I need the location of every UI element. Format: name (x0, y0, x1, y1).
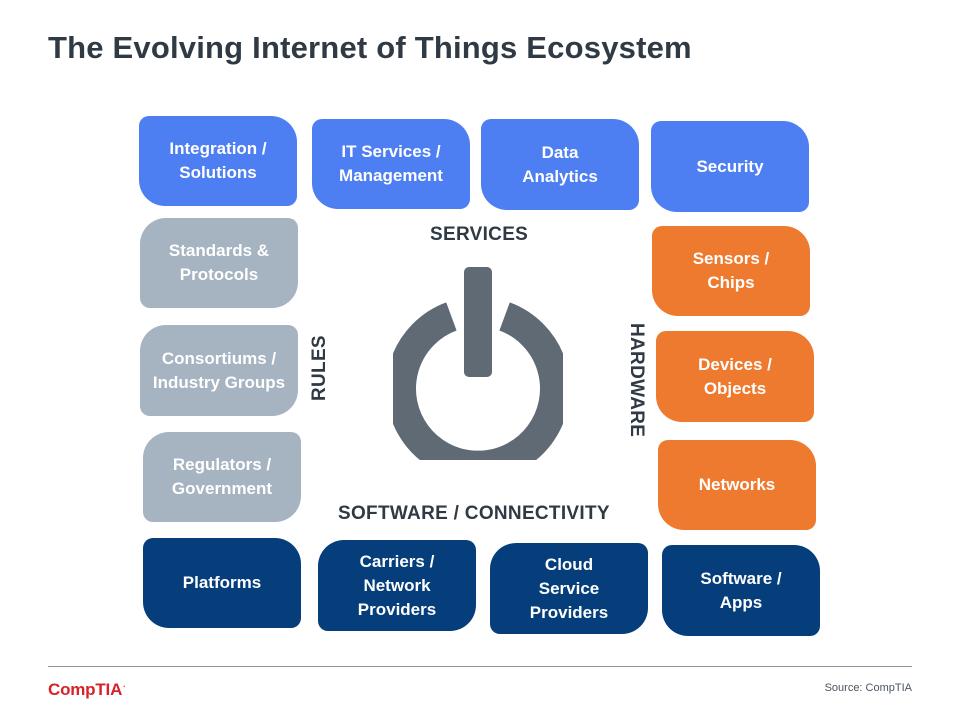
tile-data-analytics: Data Analytics (481, 119, 639, 210)
label-services: SERVICES (430, 224, 529, 245)
power-icon (393, 267, 563, 460)
tile-sensors-chips: Sensors / Chips (652, 226, 810, 316)
tile-carriers-network-providers: Carriers / Network Providers (318, 540, 476, 631)
label-rules: RULES (309, 335, 330, 401)
tile-platforms: Platforms (143, 538, 301, 628)
footer-divider (48, 666, 912, 667)
tile-integration-solutions: Integration / Solutions (139, 116, 297, 206)
source-note: Source: CompTIA (824, 682, 912, 694)
trademark-mark: . (123, 680, 126, 689)
tile-cloud-service-providers: Cloud Service Providers (490, 543, 648, 634)
logo-text: CompTIA (48, 680, 123, 699)
tile-regulators-government: Regulators / Government (143, 432, 301, 522)
label-software-connectivity: SOFTWARE / CONNECTIVITY (338, 503, 610, 524)
tile-security: Security (651, 121, 809, 212)
tile-consortiums-industry-groups: Consortiums / Industry Groups (140, 325, 298, 416)
label-hardware: HARDWARE (626, 323, 647, 438)
tile-it-services-management: IT Services / Management (312, 119, 470, 209)
tile-devices-objects: Devices / Objects (656, 331, 814, 422)
tile-networks: Networks (658, 440, 816, 530)
tile-standards-protocols: Standards & Protocols (140, 218, 298, 308)
tile-software-apps: Software / Apps (662, 545, 820, 636)
comptia-logo: CompTIA. (48, 680, 125, 700)
page-title: The Evolving Internet of Things Ecosyste… (48, 30, 692, 65)
